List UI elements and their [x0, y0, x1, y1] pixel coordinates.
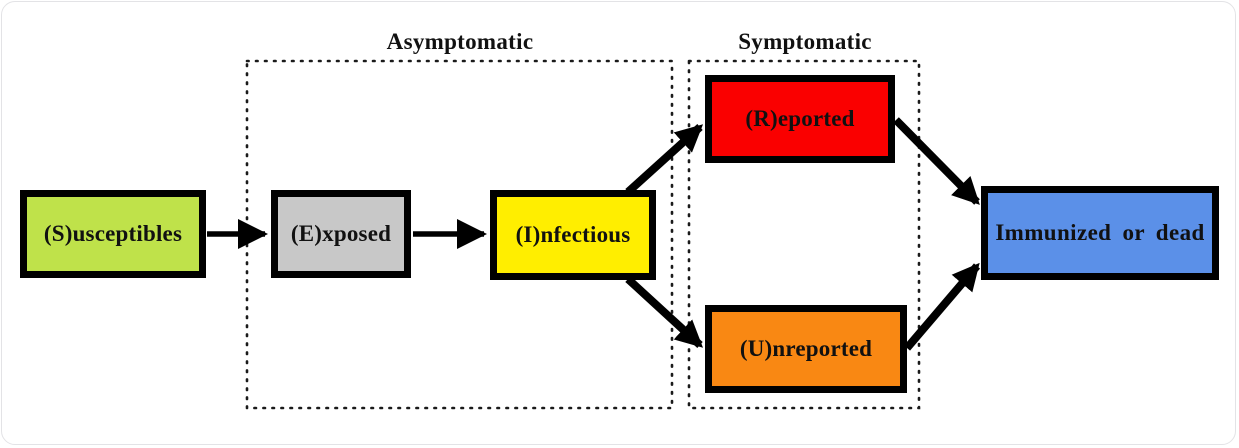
node-exposed[interactable]: (E)xposed [271, 190, 411, 278]
node-reported[interactable]: (R)eported [705, 75, 895, 163]
node-infectious[interactable]: (I)nfectious [490, 190, 656, 280]
node-unreported[interactable]: (U)nreported [705, 305, 907, 393]
edge-reported-to-immunized [893, 117, 980, 205]
edge-infectious-to-unreported [625, 276, 704, 348]
node-susceptibles[interactable]: (S)usceptibles [20, 190, 206, 278]
node-immunized-or-dead[interactable]: Immunized or dead [981, 186, 1219, 280]
edge-unreported-to-immunized [903, 262, 981, 351]
edge-infectious-to-reported [625, 124, 704, 195]
group-box-symptomatic [687, 59, 921, 410]
group-label-symptomatic: Symptomatic [738, 29, 872, 54]
group-label-asymptomatic: Asymptomatic [386, 29, 534, 54]
